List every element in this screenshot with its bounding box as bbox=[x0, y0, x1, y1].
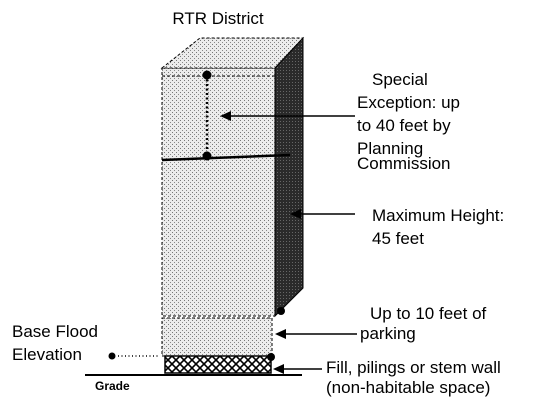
parking-top-dot bbox=[277, 307, 285, 315]
building-side-face bbox=[274, 36, 304, 318]
max-height-line bbox=[161, 153, 291, 162]
svg-text:Fill, pilings or stem wall: Fill, pilings or stem wall bbox=[326, 358, 501, 377]
building-front-face bbox=[161, 67, 276, 317]
svg-text:Planning: Planning bbox=[357, 139, 423, 158]
parking-arrow bbox=[275, 329, 357, 339]
fill-pilings-band bbox=[164, 355, 272, 374]
svg-text:Exception: up: Exception: up bbox=[357, 93, 460, 112]
special-exception-top-dot bbox=[202, 70, 212, 80]
parking-level bbox=[161, 317, 273, 357]
fill-arrow bbox=[273, 364, 322, 374]
parking-label: Up to 10 feet of parking bbox=[360, 304, 487, 343]
svg-text:Up to 10 feet of: Up to 10 feet of bbox=[370, 304, 487, 323]
base-flood-label: Base Flood Elevation bbox=[12, 322, 98, 364]
base-flood-dot bbox=[108, 352, 116, 360]
svg-text:(non-habitable space): (non-habitable space) bbox=[326, 378, 490, 397]
fill-top-dot bbox=[267, 353, 275, 361]
special-exception-bottom-dot bbox=[202, 151, 212, 161]
svg-text:Maximum Height:: Maximum Height: bbox=[372, 206, 504, 225]
max-height-arrow bbox=[290, 209, 355, 219]
svg-text:to 40 feet by: to 40 feet by bbox=[357, 116, 451, 135]
svg-text:parking: parking bbox=[360, 324, 416, 343]
svg-text:Commission: Commission bbox=[357, 154, 451, 173]
special-exception-label: Special Exception: up to 40 feet by Plan… bbox=[357, 70, 460, 173]
svg-text:Base Flood: Base Flood bbox=[12, 322, 98, 341]
svg-text:Special: Special bbox=[372, 70, 428, 89]
fill-label: Fill, pilings or stem wall (non-habitabl… bbox=[326, 358, 501, 397]
svg-text:45 feet: 45 feet bbox=[372, 229, 424, 248]
max-height-label: Maximum Height: 45 feet bbox=[372, 206, 504, 248]
grade-label: Grade bbox=[95, 379, 130, 393]
special-exception-arrow bbox=[220, 111, 355, 121]
svg-text:Elevation: Elevation bbox=[12, 345, 82, 364]
diagram-title: RTR District bbox=[172, 9, 264, 28]
